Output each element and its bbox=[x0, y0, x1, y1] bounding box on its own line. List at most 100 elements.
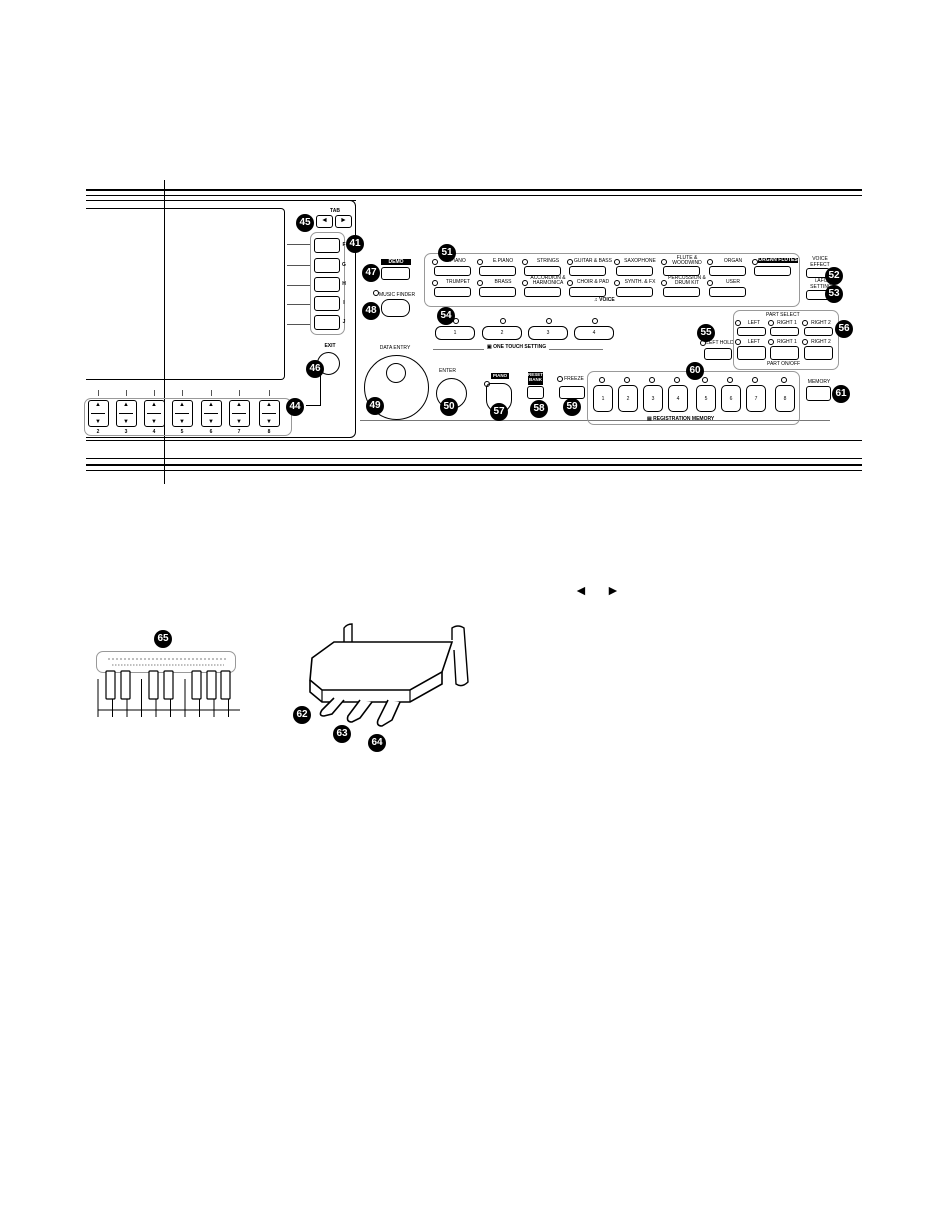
pedal-left-leg bbox=[343, 623, 353, 658]
voice-button-4[interactable] bbox=[616, 266, 653, 276]
tab-left-arrow-icon: ◄ bbox=[321, 217, 328, 224]
callout-65: 65 bbox=[154, 630, 172, 648]
voice-button-6[interactable] bbox=[709, 266, 746, 276]
data-entry-dial[interactable] bbox=[364, 355, 429, 420]
freeze-label: FREEZE bbox=[564, 376, 584, 382]
part-onoff-label: RIGHT 2 bbox=[811, 339, 831, 345]
voice-button-r2-4[interactable] bbox=[616, 287, 653, 297]
reset-bank-label: RESET BANK bbox=[528, 372, 543, 385]
voice-button-r2-3[interactable] bbox=[569, 287, 606, 297]
pedal-right-icon[interactable] bbox=[376, 699, 401, 727]
music-finder-button[interactable] bbox=[381, 299, 410, 317]
voice-button-5[interactable] bbox=[663, 266, 700, 276]
voice-button-3[interactable] bbox=[569, 266, 606, 276]
screen-button-j[interactable] bbox=[314, 315, 340, 330]
tick bbox=[287, 265, 311, 266]
voice-led bbox=[707, 259, 713, 265]
bottom-button-5[interactable]: ▲▼ bbox=[172, 400, 193, 427]
piano-label: PIANO bbox=[491, 373, 509, 379]
up-arrow-icon: ▲ bbox=[151, 402, 157, 408]
registration-led bbox=[624, 377, 630, 383]
registration-button-3[interactable]: 3 bbox=[643, 385, 663, 412]
part-onoff-button-0[interactable] bbox=[737, 346, 766, 360]
up-arrow-icon: ▲ bbox=[208, 402, 214, 408]
voice-led bbox=[661, 280, 667, 286]
registration-button-5[interactable]: 5 bbox=[696, 385, 716, 412]
screen-button-g[interactable] bbox=[314, 258, 340, 273]
callout-63: 63 bbox=[333, 725, 351, 743]
reset-bank-button[interactable] bbox=[527, 386, 544, 399]
voice-button-2[interactable] bbox=[524, 266, 561, 276]
registration-button-8[interactable]: 8 bbox=[775, 385, 795, 412]
registration-button-1[interactable]: 1 bbox=[593, 385, 613, 412]
bottom-button-3[interactable]: ▲▼ bbox=[116, 400, 137, 427]
part-onoff-button-1[interactable] bbox=[770, 346, 799, 360]
part-onoff-label: LEFT bbox=[747, 339, 761, 345]
callout-55: 55 bbox=[697, 324, 715, 342]
voice-led bbox=[522, 280, 528, 286]
pedal-drawing bbox=[309, 623, 469, 727]
voice-button-r2-1[interactable] bbox=[479, 287, 516, 297]
callout-53: 53 bbox=[825, 285, 843, 303]
ots-led bbox=[500, 318, 506, 324]
demo-button[interactable] bbox=[381, 267, 410, 280]
ots-button-1[interactable]: 1 bbox=[435, 326, 475, 340]
pedal-left-icon[interactable] bbox=[319, 697, 345, 717]
registration-led bbox=[752, 377, 758, 383]
button-divider bbox=[119, 413, 133, 414]
lcd-screen bbox=[86, 208, 285, 380]
ots-button-4[interactable]: 4 bbox=[574, 326, 614, 340]
memory-button[interactable] bbox=[806, 386, 831, 401]
screen-button-i[interactable] bbox=[314, 296, 340, 311]
voice-label-r2-5: PERCUSSION & DRUM KIT bbox=[668, 275, 706, 286]
voice-label-r2-1: BRASS bbox=[494, 279, 512, 285]
ots-button-3[interactable]: 3 bbox=[528, 326, 568, 340]
bottom-tick bbox=[211, 390, 212, 396]
black-key bbox=[206, 670, 217, 700]
tab-left-button[interactable]: ◄ bbox=[316, 215, 333, 228]
registration-button-7[interactable]: 7 bbox=[746, 385, 766, 412]
part-select-button-2[interactable] bbox=[804, 327, 833, 336]
part-select-button-0[interactable] bbox=[737, 327, 766, 336]
bottom-button-4[interactable]: ▲▼ bbox=[144, 400, 165, 427]
lcd-bezel bbox=[86, 200, 356, 438]
ots-button-2[interactable]: 2 bbox=[482, 326, 522, 340]
screen-button-h[interactable] bbox=[314, 277, 340, 292]
tab-right-button[interactable]: ► bbox=[335, 215, 352, 228]
voice-button-r2-6[interactable] bbox=[709, 287, 746, 297]
voice-button-1[interactable] bbox=[479, 266, 516, 276]
tick bbox=[287, 285, 311, 286]
part-onoff-button-2[interactable] bbox=[804, 346, 833, 360]
registration-icon: ▤ bbox=[647, 416, 654, 422]
registration-button-2[interactable]: 2 bbox=[618, 385, 638, 412]
registration-button-label: 6 bbox=[729, 396, 733, 402]
screen-button-f[interactable] bbox=[314, 238, 340, 253]
bottom-button-6[interactable]: ▲▼ bbox=[201, 400, 222, 427]
callout-50: 50 bbox=[440, 398, 458, 416]
registration-led bbox=[727, 377, 733, 383]
bottom-tick bbox=[98, 390, 99, 396]
ots-led bbox=[592, 318, 598, 324]
tick bbox=[287, 324, 311, 325]
voice-button-r2-0[interactable] bbox=[434, 287, 471, 297]
bottom-button-8[interactable]: ▲▼ bbox=[259, 400, 280, 427]
panel-bottom-edge-3 bbox=[86, 464, 862, 466]
left-hold-button[interactable] bbox=[704, 348, 732, 360]
registration-button-4[interactable]: 4 bbox=[668, 385, 688, 412]
voice-button-r2-2[interactable] bbox=[524, 287, 561, 297]
demo-label: DEMO bbox=[381, 259, 411, 265]
ifc-setting-label: i.AFC SETTING bbox=[810, 278, 832, 290]
keyboard-drawing bbox=[97, 658, 240, 717]
pedal-center-icon[interactable] bbox=[346, 699, 373, 723]
panel-cut-line bbox=[164, 180, 166, 484]
part-select-button-1[interactable] bbox=[770, 327, 799, 336]
voice-button-0[interactable] bbox=[434, 266, 471, 276]
registration-button-6[interactable]: 6 bbox=[721, 385, 741, 412]
voice-led bbox=[661, 259, 667, 265]
bottom-button-2[interactable]: ▲▼ bbox=[88, 400, 109, 427]
bottom-button-7[interactable]: ▲▼ bbox=[229, 400, 250, 427]
bottom-button-label: 8 bbox=[267, 429, 271, 435]
voice-button-7[interactable] bbox=[754, 266, 791, 276]
voice-button-r2-5[interactable] bbox=[663, 287, 700, 297]
voice-label-7: ORGAN FLUTES bbox=[758, 257, 798, 263]
